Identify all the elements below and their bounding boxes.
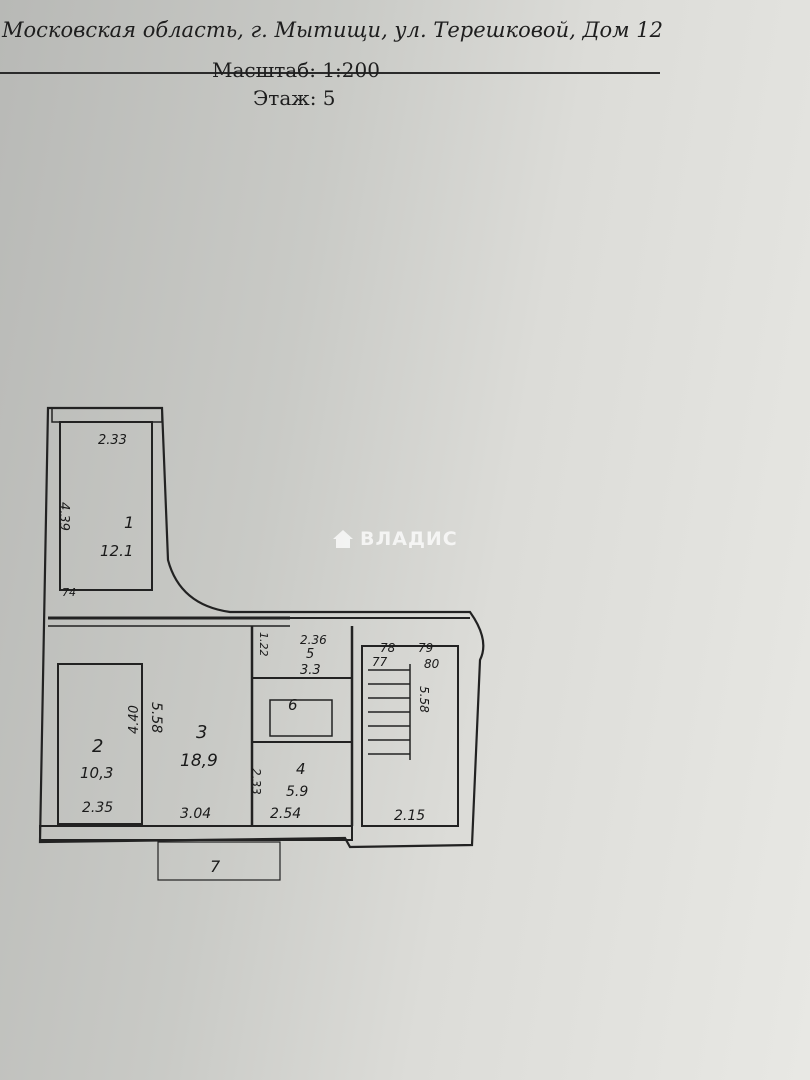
watermark-logo: ВЛАДИС <box>332 528 458 550</box>
floor-label: Этаж: 5 <box>253 86 336 110</box>
plan-outline <box>38 406 485 849</box>
mark-79: 79 <box>418 641 433 655</box>
room-3-width: 3.04 <box>180 806 211 822</box>
room-4-area: 5.9 <box>286 784 308 800</box>
window-top <box>51 407 163 423</box>
room-1-width: 2.33 <box>98 433 127 448</box>
room-1-area: 12.1 <box>100 542 133 560</box>
room-5-number: 5 <box>306 647 314 662</box>
stair-width: 2.15 <box>394 808 425 824</box>
mark-78: 78 <box>380 641 396 655</box>
room-2-number: 2 <box>92 736 103 757</box>
room-1-length: 4.39 <box>56 502 71 531</box>
mark-77: 77 <box>372 655 388 669</box>
room-1-number: 1 <box>124 513 134 532</box>
room-3-number: 3 <box>196 722 207 743</box>
mark-80: 80 <box>424 657 440 671</box>
mark-7: 7 <box>210 857 221 876</box>
room-4-number: 4 <box>296 760 306 778</box>
room-2-length: 4.40 <box>127 705 142 734</box>
room-5-length: 1.22 <box>257 632 270 657</box>
address-header: Московская область, г. Мытищи, ул. Тереш… <box>2 18 663 42</box>
watermark-text: ВЛАДИС <box>360 528 458 550</box>
room-3-area: 18,9 <box>180 751 218 771</box>
scale-label: Масштаб: 1:200 <box>212 58 380 82</box>
room-5-width: 2.36 <box>300 633 327 647</box>
room-2-width: 2.35 <box>82 800 113 816</box>
room-2-area: 10,3 <box>80 764 113 782</box>
room-6-number: 6 <box>288 696 298 714</box>
room-4-length: 2.33 <box>249 768 263 795</box>
stairwell <box>361 645 459 827</box>
stair-length: 5.58 <box>417 686 431 713</box>
room-3-length: 5.58 <box>148 702 164 733</box>
mark-74: 74 <box>62 586 76 599</box>
header-rule <box>0 72 660 74</box>
house-icon <box>333 530 353 548</box>
room-2-walls <box>57 663 143 825</box>
room-4-width: 2.54 <box>270 806 301 822</box>
room-5-area: 3.3 <box>300 663 321 678</box>
